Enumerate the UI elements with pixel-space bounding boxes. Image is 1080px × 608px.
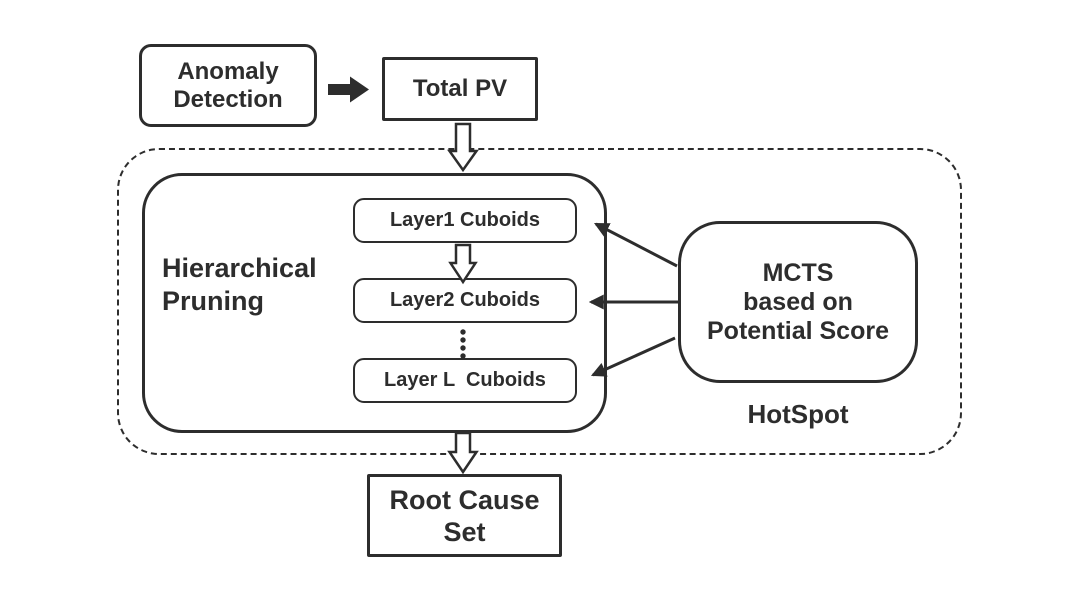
anomaly-detection-label-line1: Anomaly <box>177 57 279 85</box>
layer-l-cuboids-label: Layer L Cuboids <box>384 369 546 391</box>
layer-l-cuboids-box: Layer L Cuboids <box>353 358 577 403</box>
root-cause-set-label-line1: Root Cause <box>389 484 540 515</box>
hotspot-dashed-region <box>117 148 962 455</box>
total-pv-box: Total PV <box>382 57 538 121</box>
root-cause-set-label-line2: Set <box>443 516 486 547</box>
mcts-box: MCTS based on Potential Score <box>678 221 918 383</box>
layer2-cuboids-label: Layer2 Cuboids <box>389 289 541 311</box>
hierarchical-pruning-label-line1: Hierarchical <box>162 253 317 283</box>
layer1-cuboids-box: Layer1 Cuboids <box>353 198 577 243</box>
mcts-label-line3: Potential Score <box>707 316 889 345</box>
hierarchical-pruning-label-line2: Pruning <box>162 286 264 316</box>
anomaly-detection-box: Anomaly Detection <box>139 44 317 127</box>
layer2-cuboids-box: Layer2 Cuboids <box>353 278 577 323</box>
anomaly-to-totalpv-arrow <box>328 76 369 103</box>
mcts-label-line2: based on <box>743 287 853 316</box>
anomaly-detection-label-line2: Detection <box>173 85 283 113</box>
layer1-cuboids-label: Layer1 Cuboids <box>389 209 541 231</box>
mcts-label-line1: MCTS <box>762 258 834 287</box>
total-pv-label: Total PV <box>412 75 508 102</box>
hierarchical-pruning-label: Hierarchical Pruning <box>162 252 317 318</box>
hotspot-label: HotSpot <box>747 399 849 429</box>
root-cause-set-box: Root Cause Set <box>367 474 562 557</box>
